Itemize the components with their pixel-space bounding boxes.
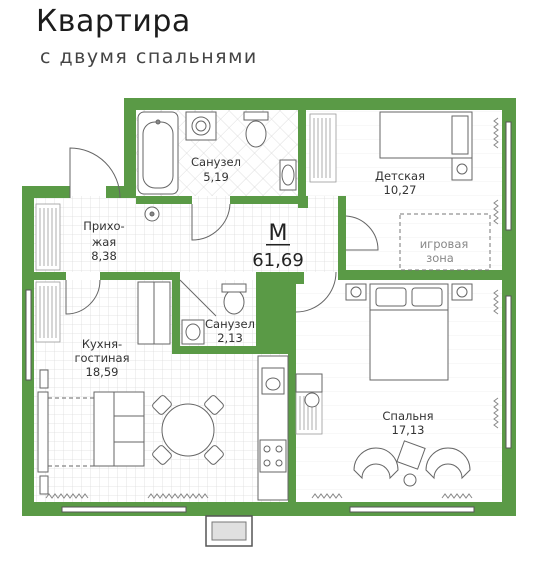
wardrobe-kitchen xyxy=(35,281,61,343)
room-labels: Санузел 5,19 Детская 10,27 игровая зона … xyxy=(74,155,468,437)
tv-stand xyxy=(37,391,49,473)
kitchen-area: 18,59 xyxy=(86,365,119,379)
window-right-top xyxy=(505,121,512,231)
wall-lamp-bed xyxy=(304,392,320,408)
bath2-area: 2,13 xyxy=(217,331,243,345)
bath1-name: Санузел xyxy=(191,155,241,169)
kitchen-furniture xyxy=(37,281,289,501)
floor-hall xyxy=(34,196,346,272)
kitchen-line2: гостиная xyxy=(74,351,129,365)
coffee-table xyxy=(396,440,426,470)
bedroom-furniture xyxy=(295,283,473,487)
total-letter: М xyxy=(269,221,288,246)
total-area: 61,69 xyxy=(252,250,304,271)
bath2-name: Санузел xyxy=(205,317,255,331)
bath2-fixtures xyxy=(181,283,247,345)
total-underline xyxy=(266,244,290,246)
chair-right-bottom xyxy=(204,445,224,465)
door-kids xyxy=(345,215,379,251)
window-right-bottom xyxy=(505,295,512,449)
wardrobe-hall xyxy=(35,203,61,271)
door-entrance xyxy=(69,147,121,199)
windows xyxy=(25,121,512,547)
toilet-bath1 xyxy=(245,120,267,148)
door-bath1 xyxy=(191,203,231,241)
hall-area: 8,38 xyxy=(91,249,117,263)
page-title: Квартира xyxy=(36,4,191,39)
balcony-inner xyxy=(211,521,247,541)
hall-line1: Прихо- xyxy=(83,219,124,233)
play-zone-line1: игровая xyxy=(420,237,469,251)
chair-right-top xyxy=(204,395,224,415)
kitchen-line1: Кухня- xyxy=(82,337,122,351)
chair-top xyxy=(152,395,172,415)
radiator-right-bed xyxy=(493,289,499,315)
plant xyxy=(403,473,417,487)
bath1-fixtures xyxy=(137,111,297,195)
bedroom-desk xyxy=(295,373,323,393)
kids-name: Детская xyxy=(375,169,425,183)
wardrobes xyxy=(35,113,337,435)
play-zone-rect xyxy=(399,213,491,271)
kids-area: 10,27 xyxy=(384,183,417,197)
kids-furniture xyxy=(379,111,491,271)
door-kitchen xyxy=(65,279,101,315)
radiator-right-bed2 xyxy=(493,397,499,429)
window-left xyxy=(25,289,32,381)
radiator-bottom-mid xyxy=(147,493,209,499)
play-zone-line2: зона xyxy=(426,251,454,265)
window-bottom-left xyxy=(61,506,187,513)
chair-left-bottom xyxy=(152,445,172,465)
bedroom-name: Спальня xyxy=(382,409,433,423)
wardrobe-kids xyxy=(309,113,337,183)
radiator-right-kids xyxy=(493,117,499,149)
armchair-right xyxy=(425,447,471,480)
doors xyxy=(65,147,379,317)
dining-table xyxy=(161,403,215,457)
hall-line2: жая xyxy=(92,235,116,249)
hall-fixtures xyxy=(144,206,160,222)
toilet-bath2 xyxy=(223,289,245,315)
radiators xyxy=(45,117,499,499)
stove xyxy=(259,439,287,473)
window-bottom-right xyxy=(349,506,475,513)
radiator-bottom-right xyxy=(311,493,343,499)
radiator-bottom-left xyxy=(45,493,89,499)
bath1-area: 5,19 xyxy=(203,170,229,184)
radiator-bottom-far xyxy=(441,493,473,499)
page-subtitle: с двумя спальнями xyxy=(40,46,258,68)
bedroom-area: 17,13 xyxy=(392,423,425,437)
door-bedroom xyxy=(295,271,337,313)
armchair-left xyxy=(353,447,399,480)
door-bath2 xyxy=(179,279,217,317)
radiator-right-kids2 xyxy=(493,199,499,225)
